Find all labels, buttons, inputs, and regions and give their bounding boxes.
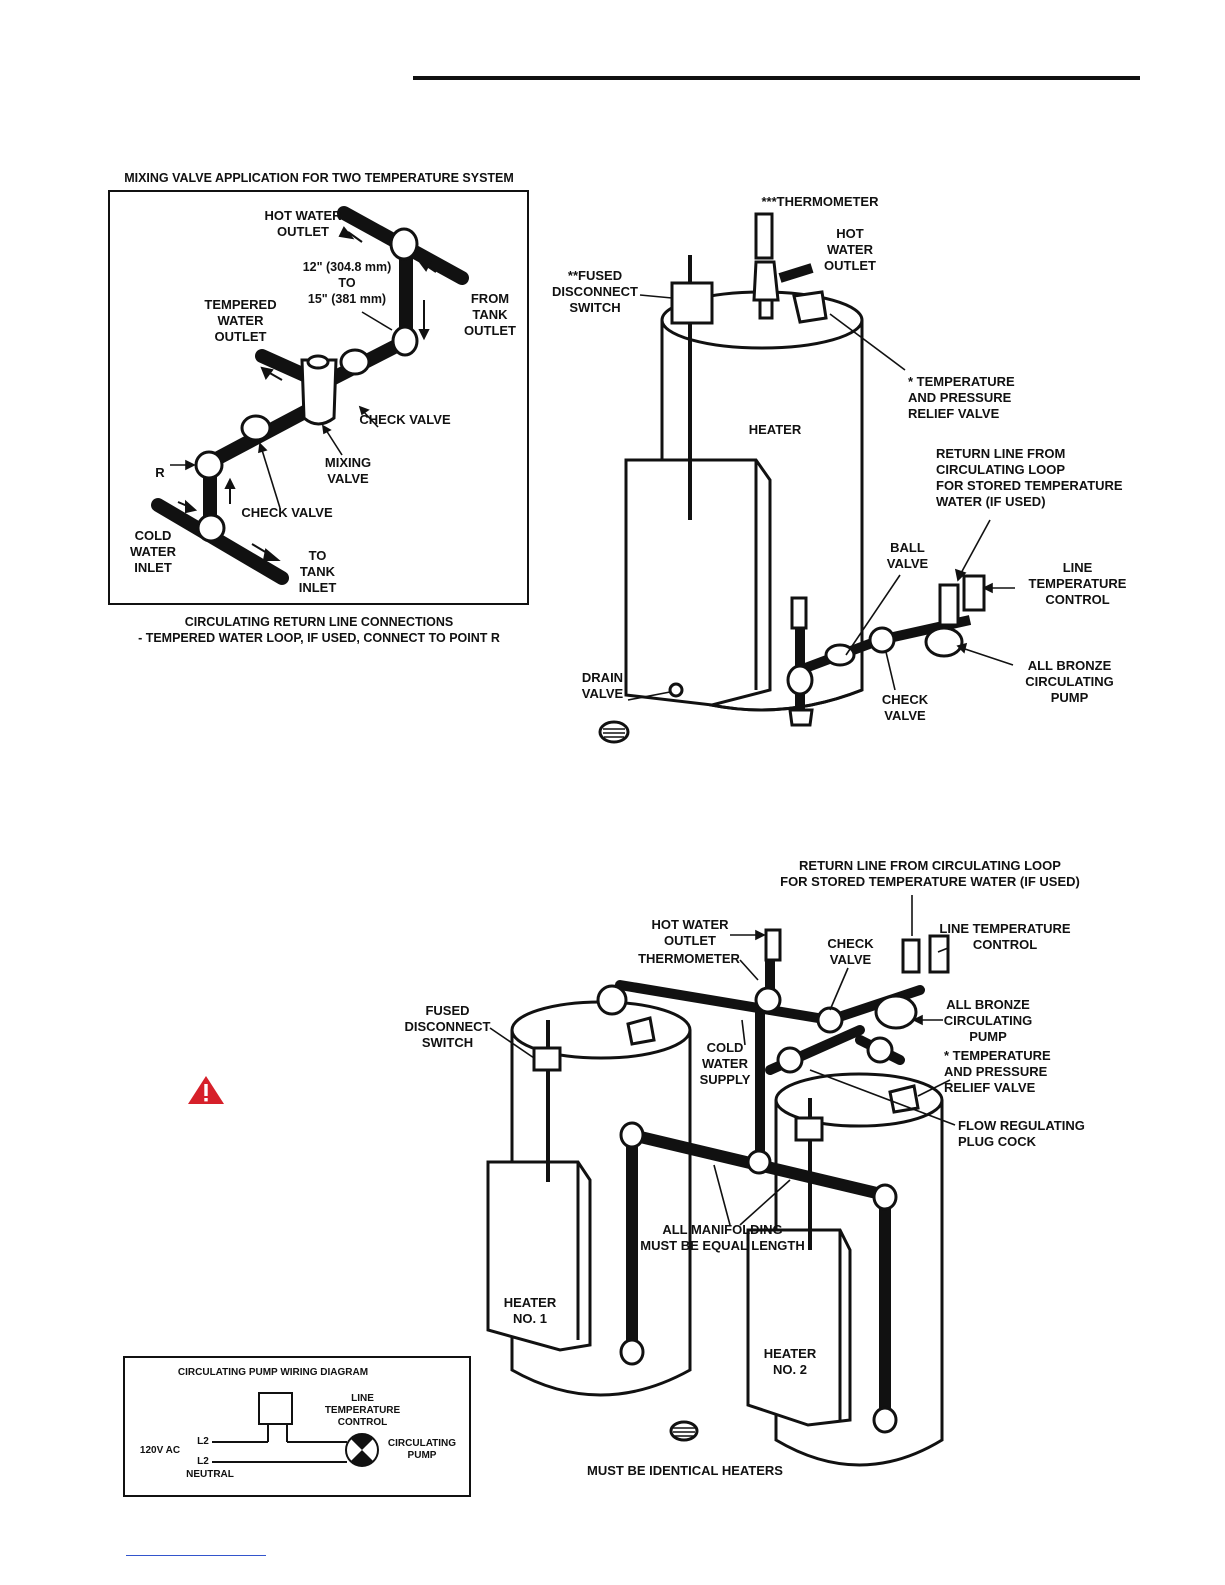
fig2-fused-disconnect-label: **FUSED DISCONNECT SWITCH [552,268,638,315]
wiring-neutral-label: NEUTRAL [186,1469,234,1480]
wiring-l2-bottom-label: L2 [197,1456,209,1467]
fig2-line-temp-control-label: LINE TEMPERATURE CONTROL [1028,560,1127,607]
wiring-volt-label: 120V AC [139,1445,181,1456]
fig3-heater-2-label: HEATER NO. 2 [763,1346,817,1377]
wiring-line-temp-control-label: LINE TEMPERATURE CONTROL [324,1393,401,1428]
fig2-drain-valve-label: DRAIN VALVE [581,670,624,701]
fig1-check-valve-lower-label: CHECK VALVE [241,505,333,520]
fig2-return-line-label: RETURN LINE FROM CIRCULATING LOOP FOR ST… [936,446,1123,509]
fig1-dimension-label: 12" (304.8 mm) TO 15" (381 mm) [302,260,392,306]
figure1-title: MIXING VALVE APPLICATION FOR TWO TEMPERA… [124,171,514,185]
fig3-heater-1-label: HEATER NO. 1 [503,1295,557,1326]
figure1-caption: CIRCULATING RETURN LINE CONNECTIONS - TE… [138,615,500,645]
fig3-check-valve-label: CHECK VALVE [827,936,874,967]
wiring-pump-label: CIRCULATING PUMP [387,1438,457,1461]
fig2-check-valve-label: CHECK VALVE [881,692,929,723]
footer-link-underline[interactable] [126,1555,266,1556]
fig1-tempered-water-outlet-label: TEMPERED WATER OUTLET [204,297,277,344]
fig3-identical-heaters-label: MUST BE IDENTICAL HEATERS [587,1463,783,1478]
fig2-heater-label: HEATER [748,422,802,437]
fig1-from-tank-outlet-label: FROM TANK OUTLET [464,291,516,338]
fig3-fused-disconnect-label: FUSED DISCONNECT SWITCH [404,1003,491,1050]
fig1-check-valve-upper-label: CHECK VALVE [359,412,451,427]
fig2-hot-water-outlet-label: HOT WATER OUTLET [824,226,876,273]
wiring-diagram-frame [123,1356,471,1497]
fig2-ball-valve-label: BALL VALVE [886,540,929,571]
fig1-mixing-valve-label: MIXING VALVE [324,455,372,486]
fig1-to-tank-inlet-label: TO TANK INLET [298,548,337,595]
fig3-tp-relief-label: * TEMPERATURE AND PRESSURE RELIEF VALVE [944,1048,1051,1095]
fig2-thermometer-label: ***THERMOMETER [761,194,879,209]
figure1-frame [108,190,529,605]
warning-triangle-icon [187,1075,225,1105]
fig2-all-bronze-pump-label: ALL BRONZE CIRCULATING PUMP [1025,658,1114,705]
fig1-cold-water-inlet-label: COLD WATER INLET [130,528,176,575]
wiring-title: CIRCULATING PUMP WIRING DIAGRAM [177,1367,369,1378]
fig3-flow-regulating-label: FLOW REGULATING PLUG COCK [958,1118,1085,1149]
wiring-l2-top-label: L2 [197,1436,209,1447]
fig3-return-line-label: RETURN LINE FROM CIRCULATING LOOP FOR ST… [780,858,1080,889]
fig3-hot-water-outlet-label: HOT WATER OUTLET [651,917,729,948]
fig1-hot-water-outlet-label: HOT WATER OUTLET [264,208,342,239]
fig3-all-bronze-pump-label: ALL BRONZE CIRCULATING PUMP [943,997,1033,1044]
header-rule [413,76,1140,80]
fig3-all-manifolding-label: ALL MANIFOLDING MUST BE EQUAL LENGTH [640,1222,805,1253]
fig3-thermometer-label: THERMOMETER [638,951,740,966]
fig1-r-point-label: R [155,465,165,480]
fig2-tp-relief-label: * TEMPERATURE AND PRESSURE RELIEF VALVE [908,374,1015,421]
fig3-cold-water-supply-label: COLD WATER SUPPLY [699,1040,751,1087]
fig3-line-temp-control-label: LINE TEMPERATURE CONTROL [939,921,1071,952]
